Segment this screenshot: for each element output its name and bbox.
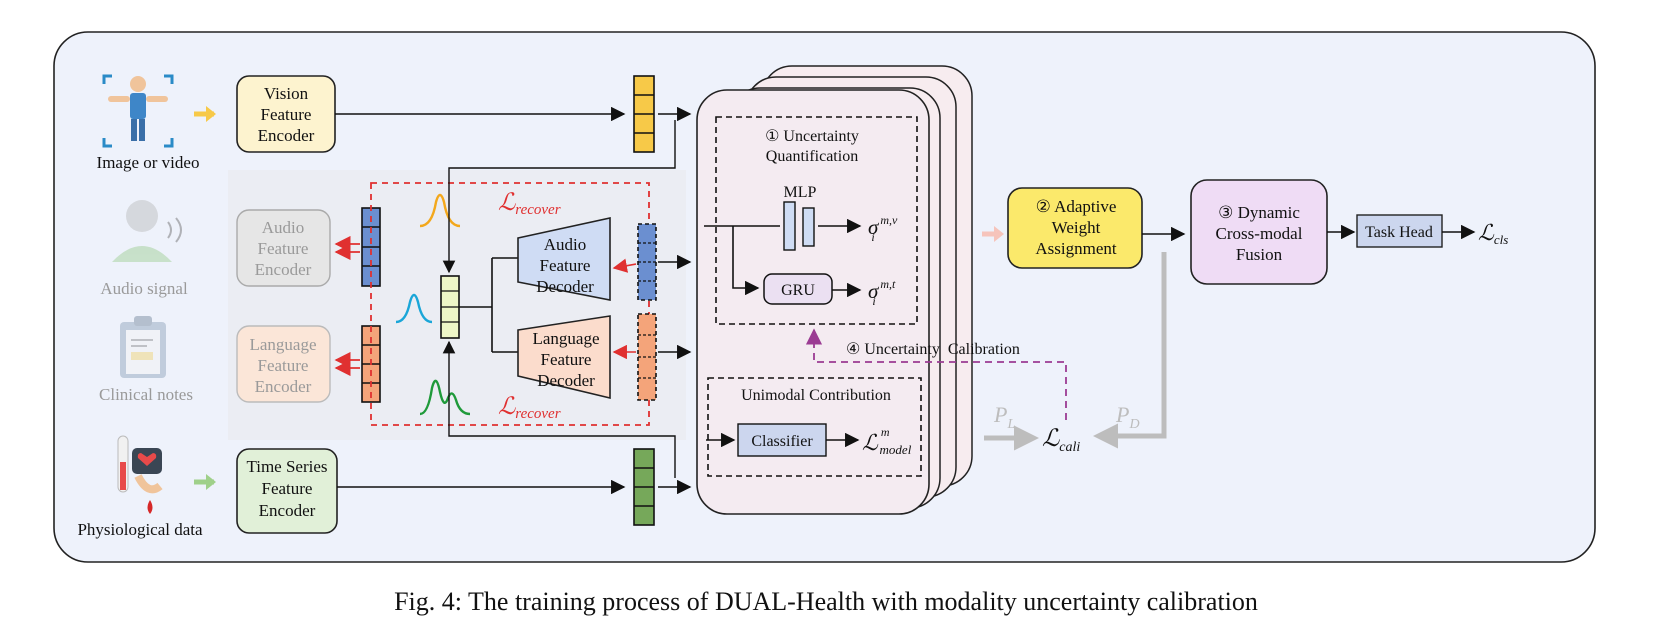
svg-text:Feature: Feature [258, 356, 309, 375]
audio-decoder: Audio Feature Decoder [517, 217, 611, 301]
dynamic-fusion: ③ Dynamic Cross-modal Fusion [1190, 179, 1328, 285]
svg-text:Feature: Feature [258, 239, 309, 258]
svg-text:Encoder: Encoder [258, 126, 315, 145]
svg-text:Task Head: Task Head [1365, 224, 1433, 241]
pd-feedback-path [1093, 252, 1167, 449]
adaptive-weight-assignment: ② Adaptive Weight Assignment [1007, 187, 1143, 269]
svg-text:Feature: Feature [540, 256, 591, 275]
input-vision-label: Image or video [97, 153, 200, 172]
language-gaussian-curve [419, 379, 471, 416]
svg-text:Time Series: Time Series [246, 457, 327, 476]
uq-title-line1: ① Uncertainty [765, 128, 859, 145]
unimodal-title: Unimodal Contribution [741, 387, 891, 404]
svg-text:Feature: Feature [262, 479, 313, 498]
svg-text:Decoder: Decoder [536, 277, 594, 296]
language-reconstructed-vector [637, 313, 657, 401]
clinical-clipboard-icon [120, 316, 166, 378]
svg-text:Language: Language [249, 335, 316, 354]
mlp-block [783, 201, 815, 251]
audio-speaker-icon [112, 200, 182, 262]
svg-text:Vision: Vision [264, 84, 309, 103]
audio-gaussian-curve [419, 193, 461, 228]
svg-text:② Adaptive: ② Adaptive [1036, 197, 1117, 216]
classifier-block: Classifier [737, 423, 827, 457]
audio-encoder: Audio Feature Encoder [236, 209, 331, 287]
svg-text:Audio: Audio [262, 218, 305, 237]
gru-block: GRU [763, 273, 833, 305]
svg-text:Language: Language [532, 329, 599, 348]
mlp-label: MLP [784, 184, 817, 201]
svg-text:Weight: Weight [1052, 218, 1101, 237]
timeseries-encoder: Time Series Feature Encoder [236, 448, 338, 534]
svg-text:Audio: Audio [544, 235, 587, 254]
latent-branch-lines [459, 257, 518, 353]
physio-wearable-icon [117, 435, 163, 514]
language-encoder: Language Feature Encoder [236, 325, 331, 403]
svg-text:Decoder: Decoder [537, 371, 595, 390]
audio-reconstructed-vector [637, 223, 657, 301]
svg-text:Classifier: Classifier [751, 433, 813, 450]
timeseries-feature-vector [633, 448, 655, 526]
calibration-label: ④ Uncertainty Calibration [846, 341, 1020, 358]
uncertainty-calibration-path [805, 328, 1067, 420]
vision-to-latent-line [442, 120, 676, 274]
input-physio-label: Physiological data [77, 520, 203, 539]
svg-text:Encoder: Encoder [255, 377, 312, 396]
uq-title-line2: Quantification [766, 148, 858, 165]
vision-encoder: Vision Feature Encoder [236, 75, 336, 153]
unimodal-contribution-box [707, 377, 922, 477]
latent-gaussian-curve [395, 293, 433, 324]
uncertainty-quantification-box [715, 116, 918, 325]
svg-text:Encoder: Encoder [259, 501, 316, 520]
language-decoder: Language Feature Decoder [517, 315, 611, 400]
recover-loss-top: ℒrecover [498, 190, 561, 218]
latent-vector [440, 275, 460, 339]
cls-loss: ℒcls [1478, 220, 1508, 247]
recover-loss-bottom: ℒrecover [498, 394, 561, 422]
svg-text:Cross-modal: Cross-modal [1216, 224, 1303, 243]
task-head: Task Head [1356, 214, 1443, 248]
svg-text:Feature: Feature [541, 350, 592, 369]
audio-recover-arrows [334, 235, 360, 261]
vision-feature-vector [633, 75, 655, 153]
pd-label: PD [1115, 402, 1140, 432]
figure-caption: Fig. 4: The training process of DUAL-Hea… [394, 587, 1258, 616]
cali-loss: ℒcali [1042, 426, 1080, 455]
ts-to-latent-line [442, 340, 676, 478]
svg-text:Fusion: Fusion [1236, 245, 1283, 264]
svg-text:GRU: GRU [781, 282, 815, 299]
svg-text:Encoder: Encoder [255, 260, 312, 279]
uq-input-lines [704, 225, 780, 288]
svg-text:Assignment: Assignment [1035, 239, 1117, 258]
input-audio-label: Audio signal [100, 279, 188, 298]
vision-person-icon [102, 74, 174, 148]
pl-label: PL [993, 402, 1015, 432]
svg-text:③ Dynamic: ③ Dynamic [1218, 203, 1300, 222]
language-recover-arrows [334, 351, 360, 377]
input-clinical-label: Clinical notes [99, 385, 193, 404]
svg-text:Feature: Feature [261, 105, 312, 124]
recover-loss-region [370, 182, 650, 426]
